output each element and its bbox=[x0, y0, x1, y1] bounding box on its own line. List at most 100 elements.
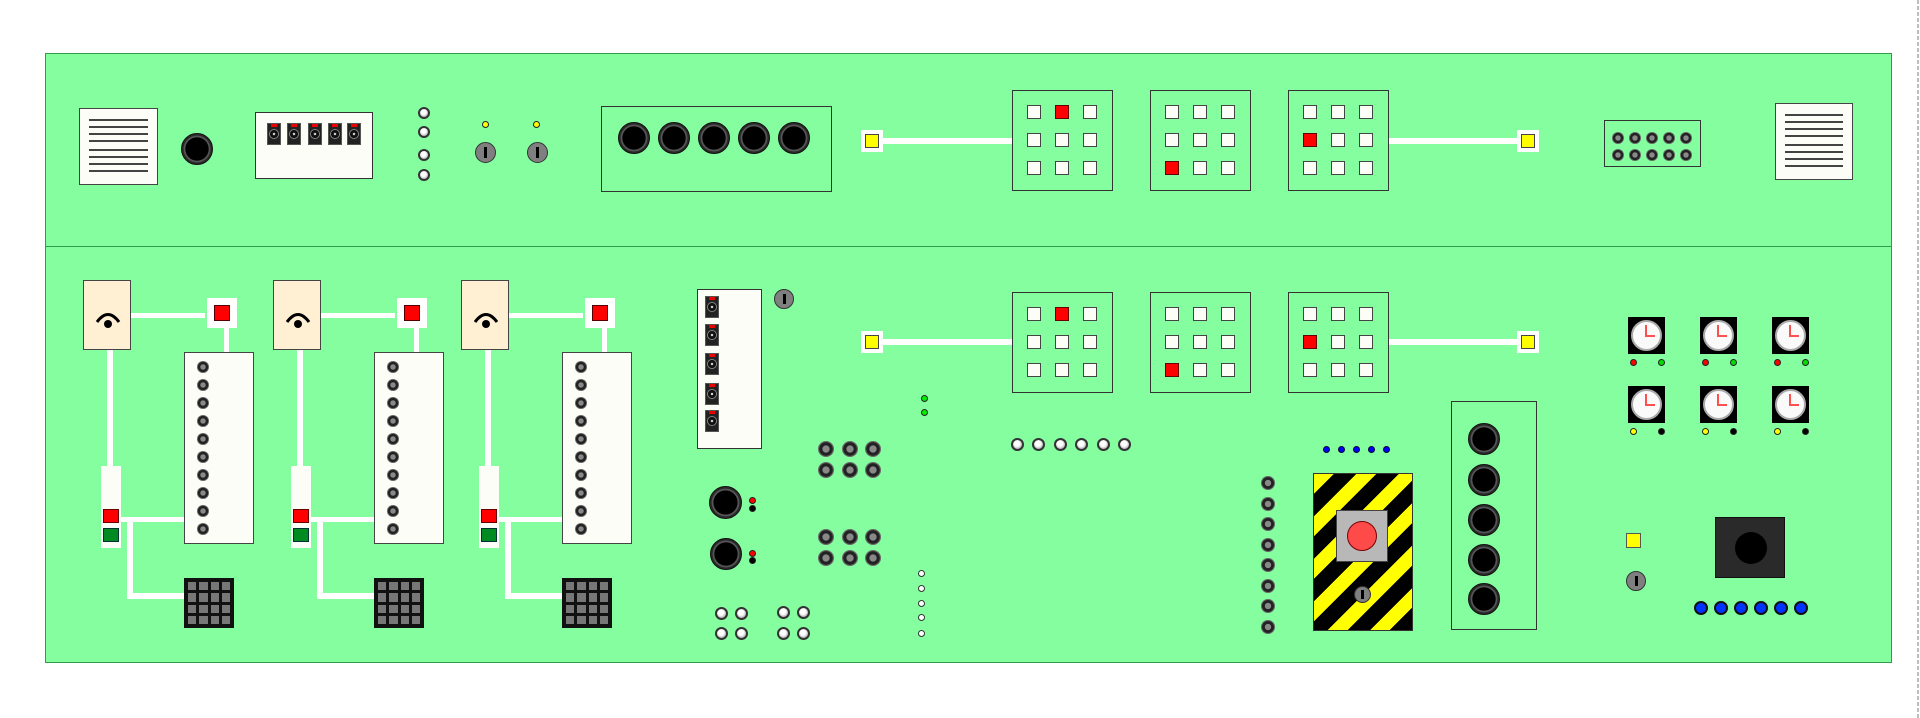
keypad-key[interactable] bbox=[400, 593, 409, 602]
matrix-cell[interactable] bbox=[1359, 307, 1373, 321]
strip-jack[interactable] bbox=[575, 505, 587, 517]
rca-connector[interactable] bbox=[328, 123, 342, 145]
terminal[interactable] bbox=[1612, 132, 1624, 144]
strip-jack[interactable] bbox=[197, 379, 209, 391]
matrix-cell[interactable] bbox=[1055, 105, 1069, 119]
keypad-key[interactable] bbox=[389, 615, 398, 624]
matrix-cell[interactable] bbox=[1331, 307, 1345, 321]
rca-connector[interactable] bbox=[308, 123, 322, 145]
keypad-key[interactable] bbox=[599, 615, 608, 624]
strip-jack[interactable] bbox=[575, 451, 587, 463]
eye-sensor[interactable] bbox=[461, 280, 509, 350]
strip-jack[interactable] bbox=[197, 487, 209, 499]
small-jack[interactable] bbox=[1261, 599, 1275, 613]
strip-jack[interactable] bbox=[197, 361, 209, 373]
terminal[interactable] bbox=[1629, 149, 1641, 161]
audio-jack[interactable] bbox=[658, 122, 690, 154]
small-jack[interactable] bbox=[818, 462, 834, 478]
strip-jack[interactable] bbox=[197, 469, 209, 481]
keypad-key[interactable] bbox=[210, 593, 219, 602]
matrix-cell[interactable] bbox=[1303, 335, 1317, 349]
matrix-cell[interactable] bbox=[1331, 133, 1345, 147]
matrix-cell[interactable] bbox=[1193, 105, 1207, 119]
terminal[interactable] bbox=[1680, 149, 1692, 161]
rca-connector[interactable] bbox=[287, 123, 301, 145]
emergency-stop-button[interactable] bbox=[1347, 521, 1377, 551]
keypad-key[interactable] bbox=[566, 604, 575, 613]
matrix-cell[interactable] bbox=[1055, 363, 1069, 377]
audio-jack[interactable] bbox=[738, 122, 770, 154]
matrix-cell[interactable] bbox=[1221, 161, 1235, 175]
audio-jack[interactable] bbox=[1468, 583, 1500, 615]
matrix-cell[interactable] bbox=[1027, 133, 1041, 147]
keypad-key[interactable] bbox=[599, 582, 608, 591]
terminal[interactable] bbox=[1629, 132, 1641, 144]
keypad-key[interactable] bbox=[400, 615, 409, 624]
small-jack[interactable] bbox=[1261, 578, 1275, 593]
keypad-key[interactable] bbox=[411, 615, 420, 624]
matrix-cell[interactable] bbox=[1165, 335, 1179, 349]
terminal[interactable] bbox=[1646, 132, 1658, 144]
strip-jack[interactable] bbox=[197, 433, 209, 445]
matrix-cell[interactable] bbox=[1083, 133, 1097, 147]
small-jack[interactable] bbox=[1261, 476, 1275, 490]
strip-jack[interactable] bbox=[387, 415, 399, 427]
keypad-key[interactable] bbox=[188, 615, 197, 624]
audio-jack[interactable] bbox=[1468, 544, 1500, 576]
matrix-cell[interactable] bbox=[1303, 133, 1317, 147]
matrix-cell[interactable] bbox=[1303, 363, 1317, 377]
eye-sensor[interactable] bbox=[273, 280, 321, 350]
keypad-key[interactable] bbox=[221, 582, 230, 591]
matrix-cell[interactable] bbox=[1193, 363, 1207, 377]
keypad-key[interactable] bbox=[588, 593, 597, 602]
keypad-key[interactable] bbox=[188, 604, 197, 613]
matrix-cell[interactable] bbox=[1221, 105, 1235, 119]
matrix-cell[interactable] bbox=[1359, 335, 1373, 349]
matrix-cell[interactable] bbox=[1221, 335, 1235, 349]
eye-sensor[interactable] bbox=[83, 280, 131, 350]
small-jack[interactable] bbox=[842, 462, 858, 478]
keypad-key[interactable] bbox=[566, 593, 575, 602]
keypad-key[interactable] bbox=[411, 582, 420, 591]
matrix-cell[interactable] bbox=[1193, 133, 1207, 147]
keypad-key[interactable] bbox=[577, 615, 586, 624]
small-jack[interactable] bbox=[1261, 517, 1275, 531]
small-jack[interactable] bbox=[1261, 619, 1275, 634]
rca-connector[interactable] bbox=[705, 383, 719, 405]
key-switch[interactable] bbox=[1354, 586, 1371, 603]
keypad-key[interactable] bbox=[221, 604, 230, 613]
strip-jack[interactable] bbox=[387, 361, 399, 373]
strip-jack[interactable] bbox=[575, 487, 587, 499]
strip-jack[interactable] bbox=[387, 451, 399, 463]
matrix-cell[interactable] bbox=[1303, 307, 1317, 321]
keypad-key[interactable] bbox=[221, 593, 230, 602]
keypad-key[interactable] bbox=[400, 604, 409, 613]
rca-connector[interactable] bbox=[705, 296, 719, 318]
strip-jack[interactable] bbox=[575, 361, 587, 373]
signal-endpoint[interactable] bbox=[861, 130, 883, 152]
matrix-cell[interactable] bbox=[1331, 105, 1345, 119]
keypad[interactable] bbox=[562, 578, 612, 628]
small-jack[interactable] bbox=[865, 441, 881, 457]
keypad-key[interactable] bbox=[378, 604, 387, 613]
strip-jack[interactable] bbox=[387, 469, 399, 481]
strip-jack[interactable] bbox=[575, 379, 587, 391]
matrix-cell[interactable] bbox=[1303, 161, 1317, 175]
strip-jack[interactable] bbox=[387, 523, 399, 535]
matrix-cell[interactable] bbox=[1165, 133, 1179, 147]
strip-jack[interactable] bbox=[575, 397, 587, 409]
audio-jack[interactable] bbox=[698, 122, 730, 154]
matrix-cell[interactable] bbox=[1027, 105, 1041, 119]
keypad-key[interactable] bbox=[400, 582, 409, 591]
small-jack[interactable] bbox=[865, 462, 881, 478]
matrix-cell[interactable] bbox=[1359, 161, 1373, 175]
audio-jack[interactable] bbox=[181, 133, 213, 165]
matrix-cell[interactable] bbox=[1193, 161, 1207, 175]
rca-connector[interactable] bbox=[705, 410, 719, 432]
strip-jack[interactable] bbox=[575, 415, 587, 427]
keypad-key[interactable] bbox=[577, 593, 586, 602]
matrix-cell[interactable] bbox=[1193, 335, 1207, 349]
keypad-key[interactable] bbox=[199, 582, 208, 591]
power-button[interactable] bbox=[1715, 517, 1785, 578]
strip-jack[interactable] bbox=[387, 487, 399, 499]
